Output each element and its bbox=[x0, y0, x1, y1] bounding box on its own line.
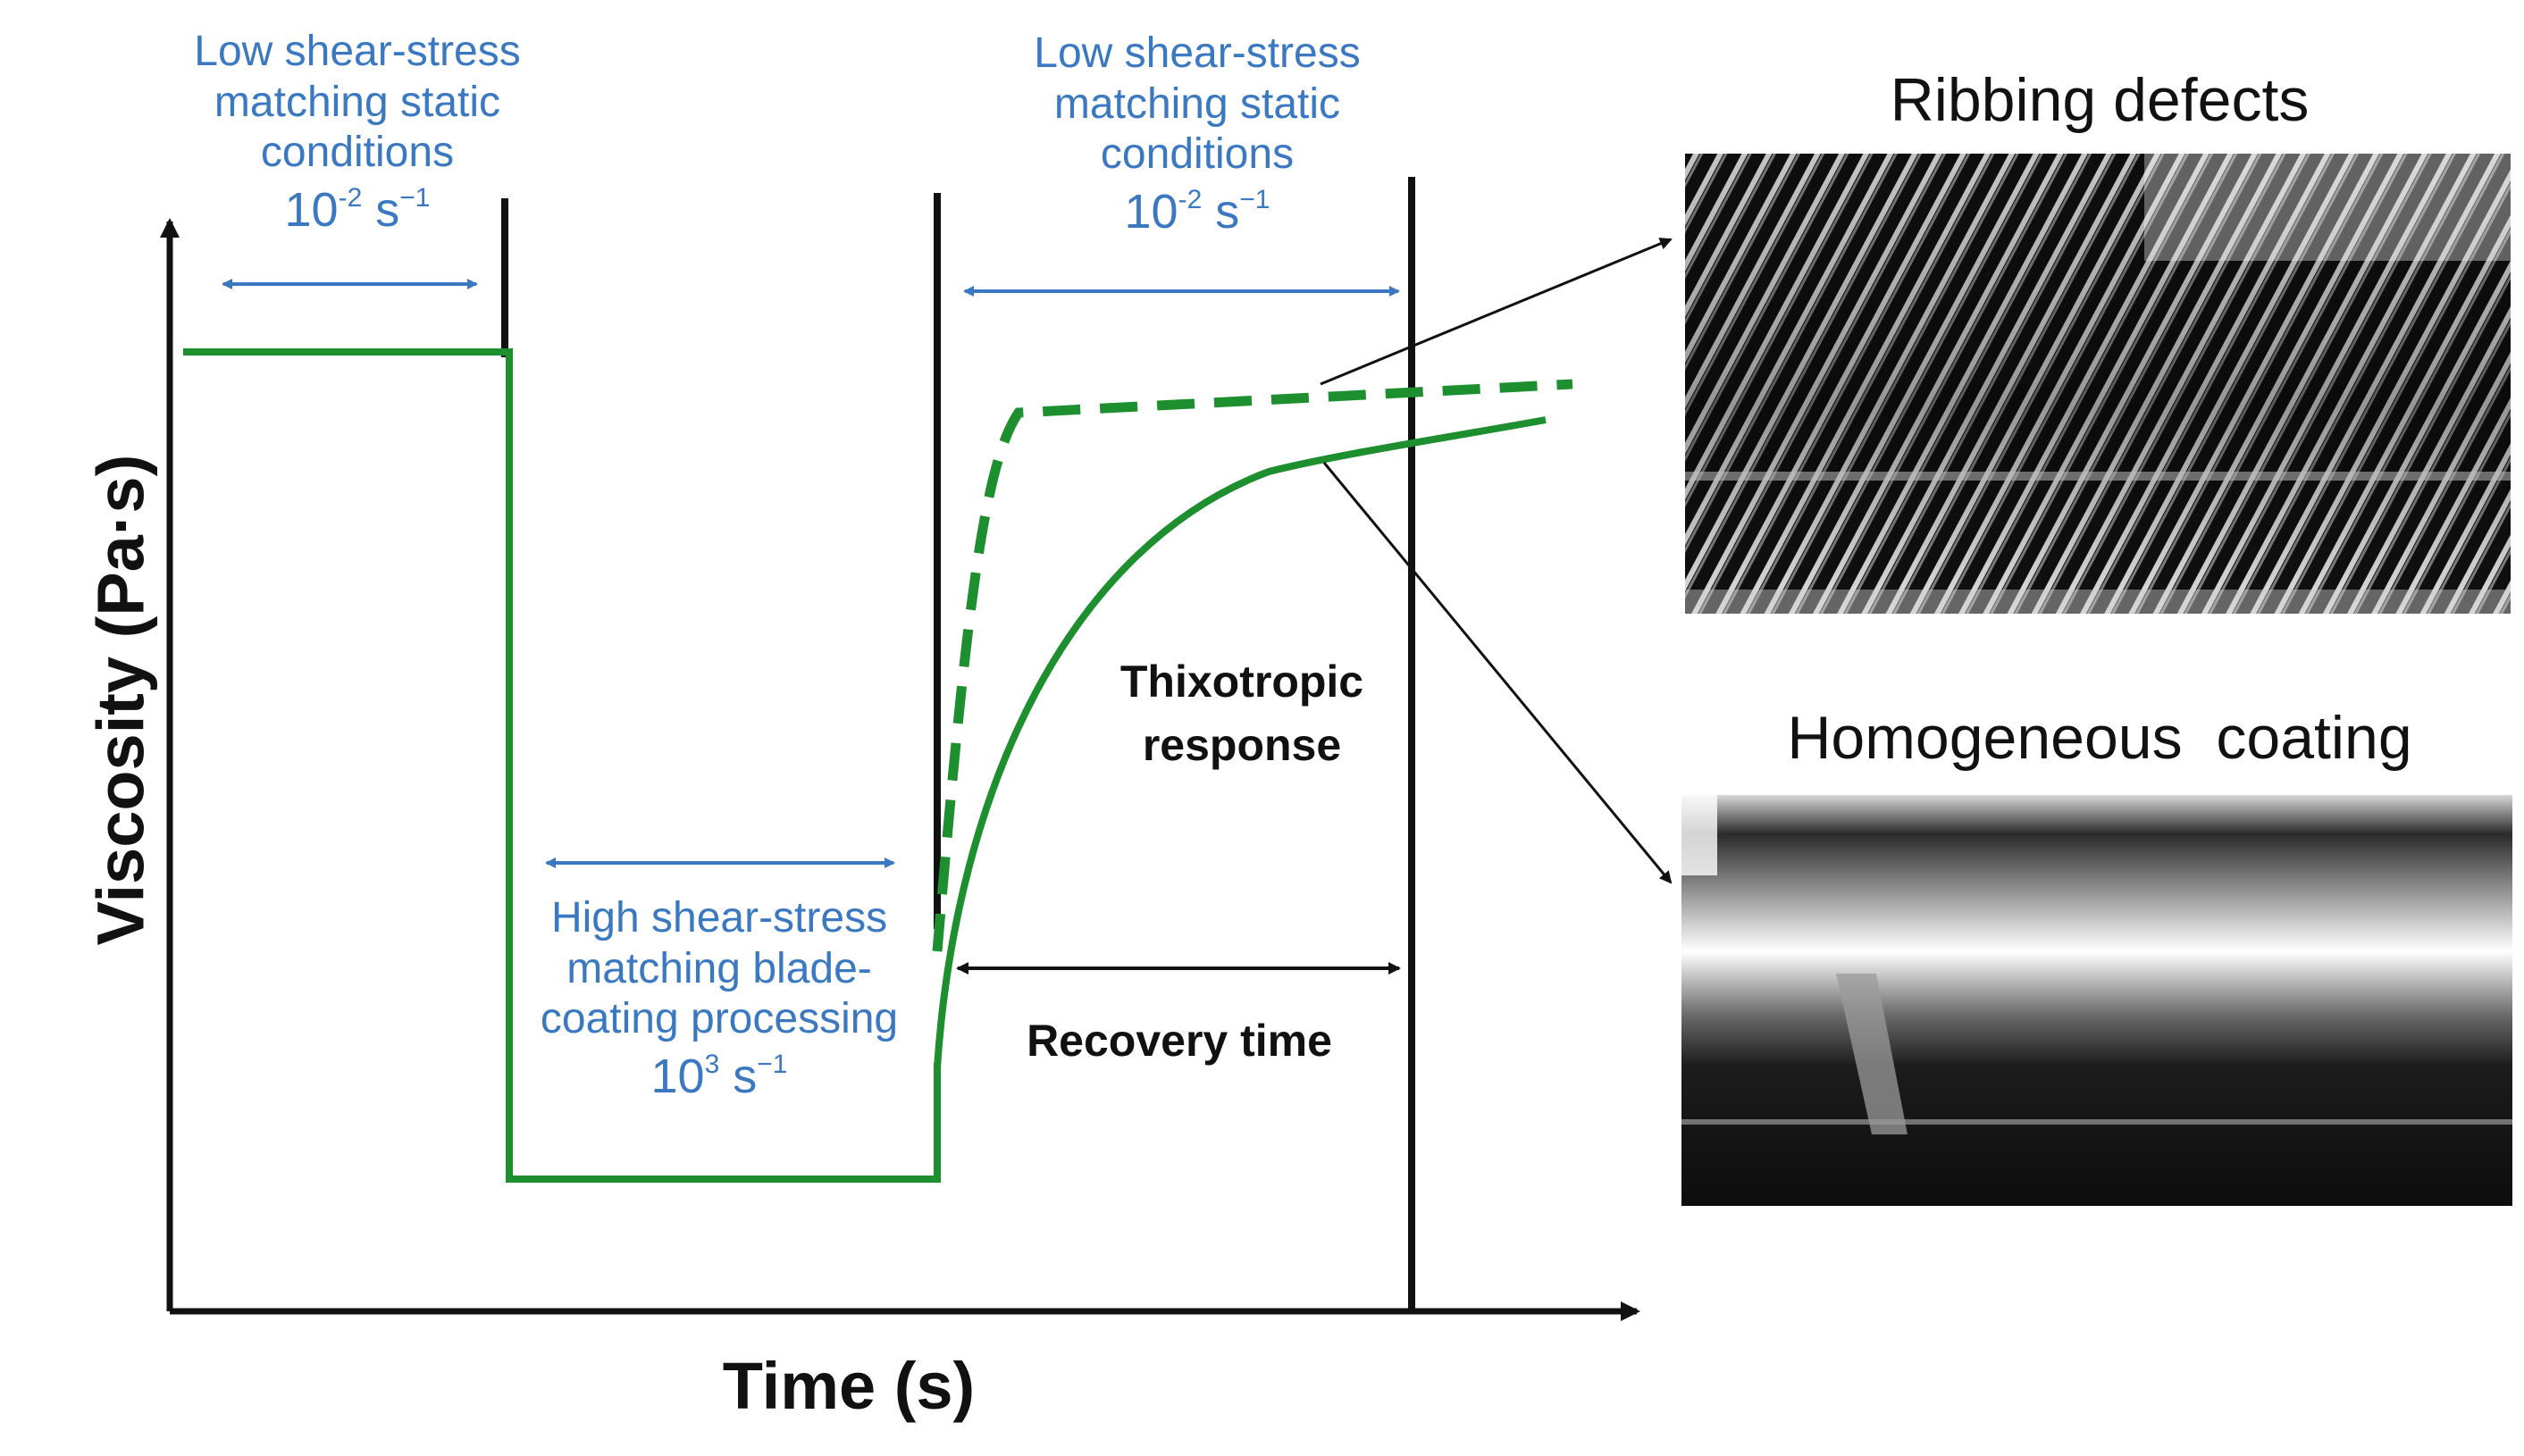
homogeneous-coating-photo bbox=[1681, 795, 2512, 1206]
thixotropic-line-2: response bbox=[1142, 720, 1342, 770]
low-shear-right-line-3: conditions bbox=[1100, 130, 1295, 179]
low-shear-left-line-1: Low shear-stress bbox=[194, 28, 521, 75]
pointer-to-ribbing-arrow bbox=[1320, 238, 1673, 386]
pointer-to-homogeneous-arrow bbox=[1322, 462, 1673, 884]
low-shear-right-line-2: matching static bbox=[1053, 79, 1341, 128]
high-shear-rate: 103 s−1 bbox=[650, 1049, 788, 1103]
homogeneous-coating-title: Homogeneous coating bbox=[1787, 704, 2412, 772]
low-shear-left-line-2: matching static bbox=[214, 78, 501, 126]
high-shear-line-3: coating processing bbox=[540, 995, 899, 1043]
low-shear-left-line-3: conditions bbox=[260, 129, 455, 177]
ribbing-defects-title: Ribbing defects bbox=[1890, 66, 2310, 134]
high-shear-line-2: matching blade- bbox=[566, 944, 872, 992]
thixotropic-line-1: Thixotropic bbox=[1119, 657, 1364, 707]
low-shear-left-label: Low shear-stress matching static conditi… bbox=[170, 27, 545, 239]
high-shear-line-1: High shear-stress bbox=[550, 894, 888, 941]
thixotropic-recovery-curve bbox=[934, 416, 1547, 1068]
ribbing-defects-photo bbox=[1685, 154, 2511, 614]
thixotropic-response-label: Thixotropic response bbox=[1072, 650, 1412, 777]
ideal-recovery-dashed-curve bbox=[932, 379, 1573, 952]
x-axis-label: Time (s) bbox=[722, 1349, 976, 1423]
low-shear-left-rate: 10-2 s−1 bbox=[284, 182, 431, 237]
viscosity-step-curve bbox=[183, 348, 941, 1183]
high-shear-label: High shear-stress matching blade- coatin… bbox=[509, 893, 929, 1106]
recovery-time-label: Recovery time bbox=[1027, 1016, 1332, 1066]
y-axis-label: Viscosity (Pa·s) bbox=[83, 454, 158, 946]
low-shear-right-line-1: Low shear-stress bbox=[1034, 29, 1361, 77]
low-shear-right-label: Low shear-stress matching static conditi… bbox=[1010, 29, 1385, 241]
low-shear-right-rate: 10-2 s−1 bbox=[1124, 184, 1270, 238]
